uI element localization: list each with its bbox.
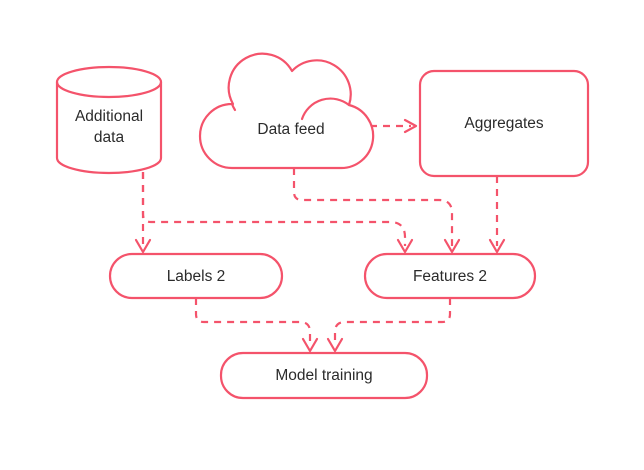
- edge-data-feed-to-aggregates: [370, 118, 418, 134]
- node-label-additional-data-line2: data: [94, 129, 125, 146]
- node-label-model-training: Model training: [275, 367, 372, 384]
- edge-labels-2-to-model-training: [194, 298, 319, 353]
- node-aggregates[interactable]: Aggregates: [418, 69, 590, 178]
- node-features-2[interactable]: Features 2: [363, 252, 537, 300]
- node-label-labels-2: Labels 2: [167, 268, 226, 285]
- edge-additional-data-to-features-2: [141, 172, 414, 254]
- edge-aggregates-to-features-2: [488, 176, 506, 254]
- edge-additional-data-to-labels-2: [134, 172, 152, 254]
- node-label-data-feed: Data feed: [257, 121, 324, 138]
- node-labels-2[interactable]: Labels 2: [108, 252, 284, 300]
- edge-data-feed-to-features-2: [292, 168, 461, 254]
- node-model-training[interactable]: Model training: [219, 351, 429, 400]
- edge-features-2-to-model-training: [326, 298, 452, 353]
- node-label-features-2: Features 2: [413, 268, 487, 285]
- node-label-aggregates: Aggregates: [464, 115, 544, 132]
- node-label-additional-data: Additional: [75, 108, 143, 125]
- node-data-feed[interactable]: Data feed: [198, 52, 375, 170]
- node-additional-data[interactable]: Additional data: [55, 65, 163, 175]
